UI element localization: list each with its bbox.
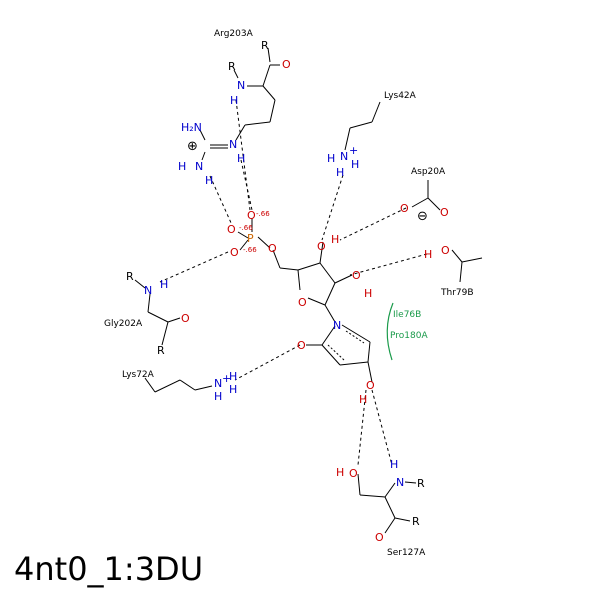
atom-labels: R O R N H H₂N ⊕ N H H N H H N + H H O O … <box>126 39 450 544</box>
partial-charge-label: -.66 <box>256 210 270 218</box>
negative-charge-icon: ⊖ <box>417 209 428 224</box>
lys72a-sidechain <box>144 377 213 393</box>
oxygen-atom: O <box>400 202 409 215</box>
residue-label-asp20a: Asp20A <box>411 167 446 177</box>
residue-labels: Arg203A Lys42A Asp20A Thr79B Gly202A Lys… <box>104 29 474 558</box>
pyridine-ring <box>306 324 373 383</box>
hydrogen-atom: H <box>230 94 238 107</box>
hydrophobic-label-ile76b: Ile76B <box>393 310 421 320</box>
nitrogen-atom: N <box>214 377 222 390</box>
gly202a-backbone <box>134 279 181 346</box>
ring-oxygen-atom: O <box>298 296 307 309</box>
lys42a-sidechain <box>344 101 381 151</box>
hydrogen-atom: H <box>229 383 237 396</box>
oxygen-atom: O <box>297 339 306 352</box>
phosphorus-atom: P <box>247 232 254 245</box>
residue-label-ser127a: Ser127A <box>387 548 426 558</box>
residue-label-arg203a: Arg203A <box>214 29 254 39</box>
residue-label-lys42a: Lys42A <box>384 91 417 101</box>
oxygen-atom: O <box>317 240 326 253</box>
hydrogen-bonds <box>159 99 428 466</box>
residue-label-gly202a: Gly202A <box>104 319 143 329</box>
r-group-label: R <box>157 344 165 357</box>
oxygen-atom: O <box>441 244 450 257</box>
positive-charge-label: + <box>222 372 231 385</box>
oxygen-atom: O <box>352 269 361 282</box>
hydrogen-atom: H <box>424 248 432 261</box>
oxygen-atom: O <box>268 242 277 255</box>
phosphate-group <box>237 218 271 251</box>
hydrogen-atom: H <box>351 158 359 171</box>
oxygen-atom: O <box>440 206 449 219</box>
thr79b-sidechain <box>451 249 483 283</box>
nitrogen-atom: N <box>333 319 341 332</box>
hydrophobic-contact-arc <box>386 302 394 361</box>
ligand-caption: 4nt0_1:3DU <box>14 550 204 588</box>
amine-label: H₂N <box>181 121 202 134</box>
r-group-label: R <box>417 477 425 490</box>
nitrogen-atom: N <box>195 160 203 173</box>
oxygen-atom: O <box>282 58 291 71</box>
hydrogen-atom: H <box>327 152 335 165</box>
residue-label-lys72a: Lys72A <box>122 370 155 380</box>
positive-charge-label: + <box>349 144 358 157</box>
hydrogen-atom: H <box>364 287 372 300</box>
oxygen-atom: O <box>247 209 256 222</box>
r-group-label: R <box>412 515 420 528</box>
hydrogen-atom: H <box>336 466 344 479</box>
hydrogen-atom: H <box>160 278 168 291</box>
nitrogen-atom: N <box>144 284 152 297</box>
hydrogen-atom: H <box>390 458 398 471</box>
hydrophobic-label-pro180a: Pro180A <box>390 331 428 341</box>
nitrogen-atom: N <box>237 79 245 92</box>
partial-charge-label: -.66 <box>243 246 257 254</box>
nitrogen-atom: N <box>340 150 348 163</box>
ribose-ring <box>272 241 353 323</box>
arg203a-sidechain <box>199 47 280 161</box>
hydrogen-atom: H <box>229 370 237 383</box>
oxygen-atom: O <box>349 467 358 480</box>
hydrogen-atom: H <box>205 174 213 187</box>
r-group-label: R <box>126 270 134 283</box>
r-group-label: R <box>261 39 269 52</box>
oxygen-atom: O <box>181 312 190 325</box>
partial-charge-label: -.66 <box>239 224 253 232</box>
oxygen-atom: O <box>366 379 375 392</box>
hydrogen-atom: H <box>331 233 339 246</box>
hydrogen-atom: H <box>214 390 222 403</box>
positive-charge-icon: ⊕ <box>187 139 198 154</box>
asp20a-sidechain <box>411 180 441 211</box>
oxygen-atom: O <box>227 223 236 236</box>
hydrogen-atom: H <box>237 152 245 165</box>
hydrogen-atom: H <box>178 160 186 173</box>
oxygen-atom: O <box>375 531 384 544</box>
nitrogen-atom: N <box>229 138 237 151</box>
residue-label-thr79b: Thr79B <box>440 288 474 298</box>
oxygen-atom: O <box>230 246 239 259</box>
hydrogen-atom: H <box>359 393 367 406</box>
ser127a-residue <box>357 473 417 534</box>
r-group-label: R <box>228 60 236 73</box>
nitrogen-atom: N <box>396 476 404 489</box>
hydrogen-atom: H <box>336 166 344 179</box>
